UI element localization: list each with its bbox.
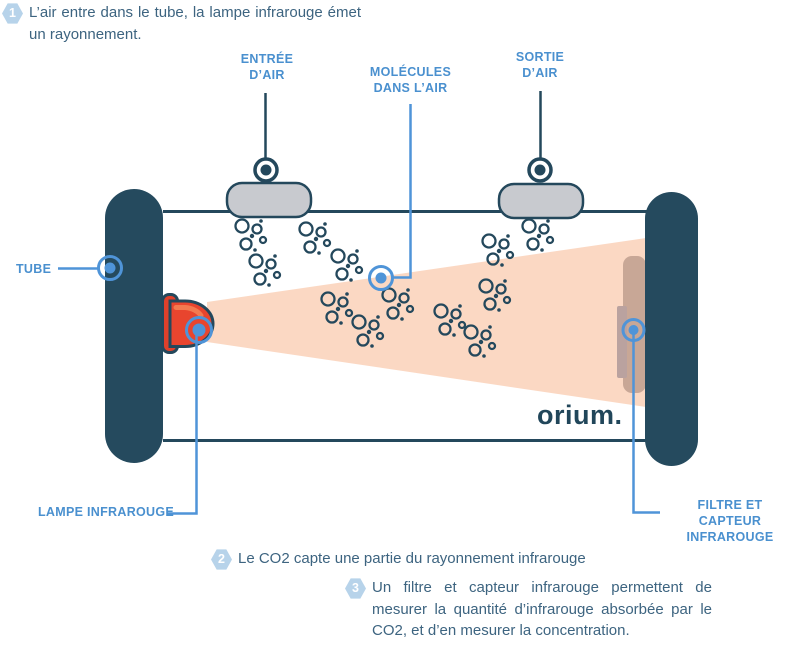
molecule-cluster xyxy=(433,303,467,337)
air-outlet-marker-dot xyxy=(534,164,546,176)
molecule-cluster xyxy=(478,278,512,312)
tube-right-end xyxy=(645,192,698,466)
step-3-badge: 3 xyxy=(345,578,366,599)
tube-label: TUBE xyxy=(16,262,52,276)
step-1-text: L’air entre dans le tube, la lampe infra… xyxy=(29,4,361,43)
molecule-cluster xyxy=(351,314,385,348)
molecules-label: MOLÉCULES DANS L’AIR xyxy=(369,65,452,95)
filter-marker-ring xyxy=(621,318,646,342)
infrared-beam-cone xyxy=(207,238,646,407)
molecule-cluster xyxy=(248,253,282,287)
step-3: 3 Un filtre et capteur infrarouge permet… xyxy=(345,577,712,642)
tube-marker-ring xyxy=(97,255,123,281)
step-1-badge: 1 xyxy=(2,3,23,24)
molecule-cluster xyxy=(330,248,364,282)
molecule-cluster xyxy=(320,291,354,325)
molecule-cluster xyxy=(298,221,332,255)
air-outlet-port xyxy=(497,182,585,220)
tube-marker-dot xyxy=(104,262,116,274)
air-inlet-marker-dot xyxy=(260,164,272,176)
step-2: 2 Le CO2 capte une partie du rayonnement… xyxy=(211,548,586,570)
lamp-marker-ring xyxy=(185,316,213,344)
lamp-label: LAMPE INFRAROUGE xyxy=(38,505,175,519)
step-2-badge: 2 xyxy=(211,549,232,570)
molecule-cluster xyxy=(381,287,415,321)
filter-marker-dot xyxy=(628,325,639,335)
step-1: 1 L’air entre dans le tube, la lampe inf… xyxy=(2,2,361,45)
step-3-text: Un filtre et capteur infrarouge permette… xyxy=(372,579,712,639)
infrared-filter-body xyxy=(623,256,646,393)
molecule-layer xyxy=(234,218,555,358)
lamp-marker-dot xyxy=(192,323,206,337)
orium-logo: orium. xyxy=(537,400,623,430)
molecules-pointer-line xyxy=(393,104,412,279)
tube-left-end xyxy=(105,189,163,463)
filter-pointer-line xyxy=(632,332,660,514)
molecules-marker-dot xyxy=(375,272,387,284)
molecule-cluster xyxy=(463,324,497,358)
lamp-pointer-line xyxy=(168,332,198,515)
molecule-cluster xyxy=(234,218,268,252)
air-inlet-label: ENTRÉE D’AIR xyxy=(240,52,294,82)
lamp-highlight xyxy=(173,305,204,318)
molecule-cluster xyxy=(521,218,555,252)
filter-label: FILTRE ET CAPTEUR INFRAROUGE xyxy=(686,498,774,544)
air-outlet-label: SORTIE D’AIR xyxy=(515,50,565,80)
molecules-marker-ring xyxy=(368,265,394,291)
air-inlet-port xyxy=(225,181,313,219)
step-2-text: Le CO2 capte une partie du rayonnement i… xyxy=(238,550,586,567)
molecule-cluster xyxy=(481,233,515,267)
